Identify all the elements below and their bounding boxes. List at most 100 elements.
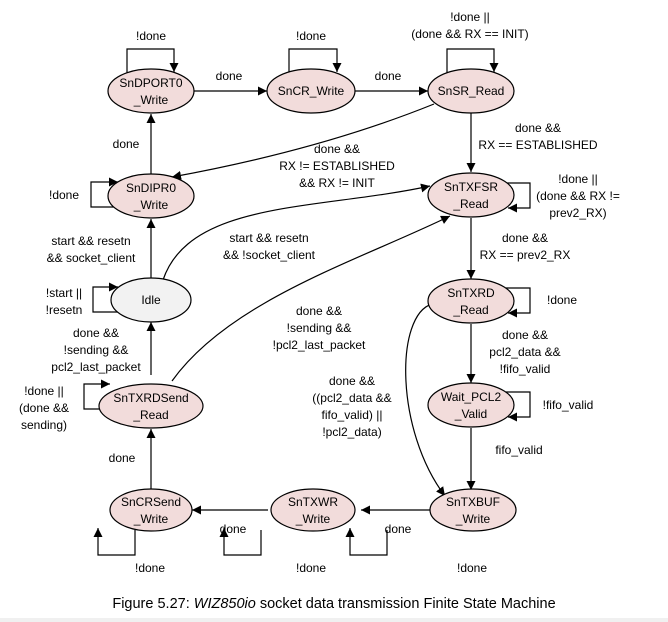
state-sntxrd-read[interactable]: SnTXRD _Read xyxy=(427,278,515,324)
state-idle[interactable]: Idle xyxy=(110,277,192,323)
state-label: _Read xyxy=(132,408,168,422)
label-snsr-to-sndipr0-2: RX != ESTABLISHED xyxy=(279,159,395,173)
edge-sntxrdsend-self xyxy=(83,379,110,410)
state-sndipr0-write[interactable]: SnDIPR0 _Write xyxy=(107,173,195,219)
state-label: _Read xyxy=(452,197,488,211)
label-sntxfsr-to-sntxrd-1: done && xyxy=(502,231,548,245)
label-sndport0-to-sncr: done xyxy=(216,69,243,83)
figure-caption: Figure 5.27: WIZ850io socket data transm… xyxy=(0,596,668,612)
state-sntxrdsend-read[interactable]: SnTXRDSend _Read xyxy=(98,383,204,429)
label-snsr-self-1: !done || xyxy=(450,10,490,24)
label-wait-self: !fifo_valid xyxy=(543,398,594,412)
label-sntxrd-to-wait-3: !fifo_valid xyxy=(500,362,551,376)
state-label: SnTXBUF xyxy=(446,495,500,509)
label-sndport0-self: !done xyxy=(136,29,166,43)
state-label: _Read xyxy=(452,303,488,317)
state-label: Idle xyxy=(141,293,161,307)
label-sntxrd-self: !done xyxy=(547,293,577,307)
edge-sntxbuf-self xyxy=(345,528,388,556)
label-sncr-to-snsr: done xyxy=(375,69,402,83)
label-idle-to-sndipr0-2: && socket_client xyxy=(47,251,136,265)
state-sntxwr-write[interactable]: SnTXWR _Write xyxy=(270,488,356,532)
state-label: Wait_PCL2 xyxy=(441,390,502,404)
state-label: _Write xyxy=(295,512,331,526)
edge-sntxrdsend-to-sntxfsr xyxy=(171,215,451,382)
label-snsr-to-sndipr0-1: done && xyxy=(314,142,360,156)
bottom-divider xyxy=(0,618,668,622)
label-idle-to-sntxfsr-1: start && resetn xyxy=(229,231,308,245)
label-sntxrd-to-sntxbuf-2: ((pcl2_data && xyxy=(312,391,391,405)
transition-labels: !done done !done done !done || (done && … xyxy=(19,10,620,575)
label-sntxbuf-self: !done xyxy=(457,561,487,575)
state-label: SnDIPR0 xyxy=(126,181,176,195)
state-label: _Write xyxy=(455,512,491,526)
label-sntxrdsend-to-sntxfsr-3: !pcl2_last_packet xyxy=(273,338,366,352)
fsm-diagram: SnDPORT0 _Write SnCR_Write SnSR_Read SnD… xyxy=(19,10,620,575)
label-sntxrdsend-to-idle-2: !sending && xyxy=(64,343,129,357)
label-idle-to-sndipr0-1: start && resetn xyxy=(51,234,130,248)
label-sntxfsr-self-2: (done && RX != xyxy=(536,189,620,203)
state-sntxbuf-write[interactable]: SnTXBUF _Write xyxy=(429,488,517,532)
label-idle-self-1: !start || xyxy=(46,286,82,300)
edge-sncrsend-self xyxy=(93,528,136,556)
state-label: SnSR_Read xyxy=(438,84,505,98)
label-sntxfsr-self-1: !done || xyxy=(558,172,598,186)
state-sndport0-write[interactable]: SnDPORT0 _Write xyxy=(107,68,195,114)
caption-suffix: socket data transmission Finite State Ma… xyxy=(255,596,556,612)
label-idle-to-sntxfsr-2: && !socket_client xyxy=(223,248,316,262)
state-label: _Write xyxy=(133,512,169,526)
label-snsr-to-sntxfsr-2: RX == ESTABLISHED xyxy=(478,138,597,152)
label-sntxrdsend-to-idle-3: pcl2_last_packet xyxy=(51,360,141,374)
label-sntxbuf-to-sntxwr: done xyxy=(385,522,412,536)
label-sntxrd-to-wait-1: done && xyxy=(502,328,548,342)
label-sncrsend-to-sntxrdsend: done xyxy=(109,451,136,465)
label-sntxrdsend-self-1: !done || xyxy=(24,384,64,398)
label-sntxrd-to-sntxbuf-4: !pcl2_data) xyxy=(322,425,381,439)
state-sntxfsr-read[interactable]: SnTXFSR _Read xyxy=(427,172,515,218)
label-sntxwr-self: !done xyxy=(296,561,326,575)
edge-snsr-self xyxy=(446,48,499,74)
label-snsr-to-sntxfsr-1: done && xyxy=(515,121,561,135)
edge-snsr-to-sndipr0 xyxy=(171,103,435,180)
label-sndipr0-self: !done xyxy=(49,188,79,202)
label-sntxwr-to-sncrsend: done xyxy=(220,522,247,536)
state-label: SnCR_Write xyxy=(278,84,345,98)
edge-sntxrd-to-sntxbuf xyxy=(405,303,446,497)
state-label: _Valid xyxy=(454,407,487,421)
edge-idle-self xyxy=(92,282,118,313)
edge-sntxwr-self xyxy=(219,528,262,556)
state-label: SnCRSend xyxy=(121,495,181,509)
state-label: SnTXRD xyxy=(447,286,495,300)
label-sntxrdsend-self-3: sending) xyxy=(21,418,67,432)
state-label: SnDPORT0 xyxy=(119,76,182,90)
state-label: SnTXRDSend xyxy=(113,391,188,405)
state-sncr-write[interactable]: SnCR_Write xyxy=(266,68,356,114)
state-label: SnTXFSR xyxy=(444,180,498,194)
label-idle-self-2: !resetn xyxy=(46,303,83,317)
label-snsr-self-2: (done && RX == INIT) xyxy=(411,27,528,41)
edge-sndport0-self xyxy=(126,48,179,74)
caption-emphasis: WIZ850io xyxy=(193,596,256,612)
state-snsr-read[interactable]: SnSR_Read xyxy=(427,68,515,114)
edge-sncr-self xyxy=(288,48,342,74)
state-sncrsend-write[interactable]: SnCRSend _Write xyxy=(109,488,193,532)
edge-sndipr0-self xyxy=(90,177,120,208)
label-sntxrd-to-sntxbuf-1: done && xyxy=(329,374,375,388)
state-label: SnTXWR xyxy=(288,495,338,509)
edge-sntxfsr-self xyxy=(506,182,531,213)
state-wait-pcl2-valid[interactable]: Wait_PCL2 _Valid xyxy=(427,382,515,428)
label-snsr-to-sndipr0-3: && RX != INIT xyxy=(299,176,375,190)
label-sntxrdsend-self-2: (done && xyxy=(19,401,69,415)
label-sntxrd-to-wait-2: pcl2_data && xyxy=(489,345,560,359)
states: SnDPORT0 _Write SnCR_Write SnSR_Read SnD… xyxy=(98,68,517,532)
label-sntxfsr-self-3: prev2_RX) xyxy=(549,206,606,220)
edge-idle-to-sntxfsr xyxy=(162,183,431,281)
state-label: _Write xyxy=(133,93,169,107)
edge-sntxrd-self xyxy=(506,287,531,318)
label-sntxrd-to-sntxbuf-3: fifo_valid) || xyxy=(322,408,383,422)
label-wait-to-sntxbuf: fifo_valid xyxy=(495,443,542,457)
label-sntxrdsend-to-sntxfsr-2: !sending && xyxy=(287,321,352,335)
edges xyxy=(83,48,531,556)
caption-prefix: Figure 5.27: xyxy=(112,596,194,612)
label-sntxrdsend-to-idle-1: done && xyxy=(73,326,119,340)
